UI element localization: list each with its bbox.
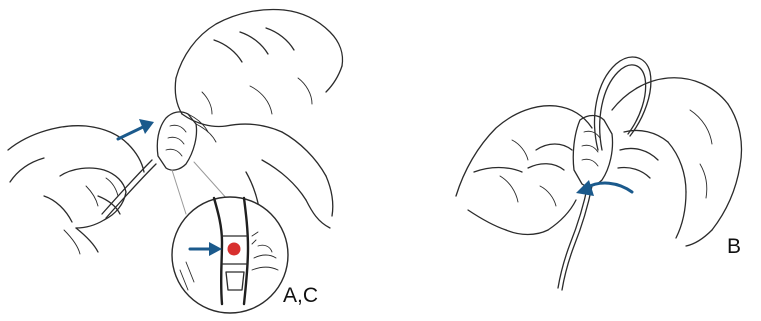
device-body-left — [157, 112, 216, 170]
right-cable — [558, 184, 592, 290]
step-label-ac: A,C — [283, 285, 318, 306]
left-illustration — [8, 10, 343, 313]
device-body-right — [573, 116, 612, 187]
cable-loop — [595, 57, 651, 150]
right-hand-pinching-device — [612, 78, 742, 246]
detail-magnifier — [172, 197, 288, 313]
right-hand-pinching-device — [175, 10, 342, 228]
left-cable — [102, 160, 156, 218]
right-illustration — [456, 57, 742, 290]
red-dot-icon — [228, 243, 241, 256]
step-label-b: B — [727, 236, 741, 257]
insert-arrow-icon — [118, 119, 154, 139]
left-hand-gripping-device — [456, 106, 592, 235]
rotate-arrow-icon — [576, 180, 632, 196]
